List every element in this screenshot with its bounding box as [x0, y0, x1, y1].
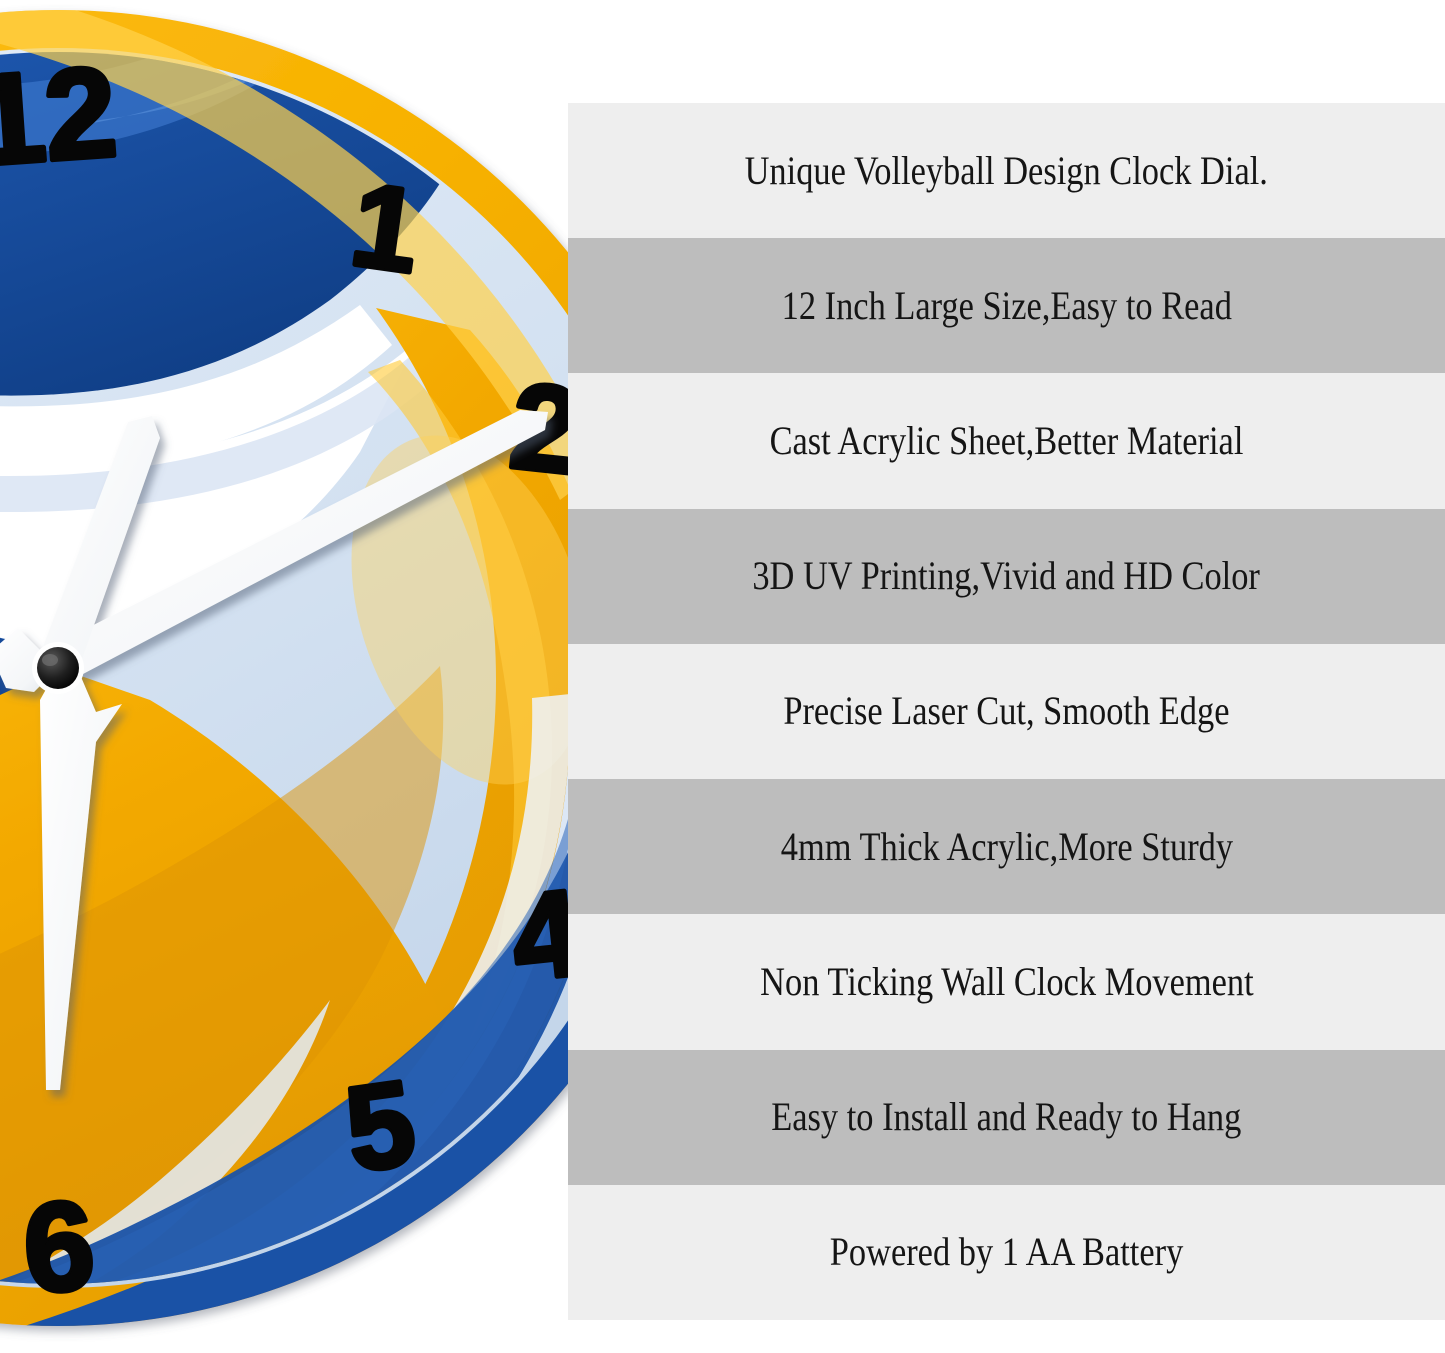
- panel-yellow-specular: [351, 435, 589, 785]
- second-hand: [40, 656, 122, 1090]
- feature-row: 4mm Thick Acrylic,More Sturdy: [568, 779, 1445, 915]
- hour-hand: [38, 416, 160, 676]
- feature-text: 12 Inch Large Size,Easy to Read: [781, 282, 1232, 328]
- minute-hand: [40, 410, 548, 684]
- panel-white-body: [0, 260, 418, 660]
- feature-row: Non Ticking Wall Clock Movement: [568, 914, 1445, 1050]
- feature-text: Cast Acrylic Sheet,Better Material: [769, 418, 1244, 464]
- rim-highlight: [0, 10, 600, 500]
- panel-yellow-gloss: [368, 360, 553, 1040]
- feature-row: Precise Laser Cut, Smooth Edge: [568, 643, 1445, 780]
- feature-row: 3D UV Printing,Vivid and HD Color: [568, 508, 1445, 644]
- feature-text: Easy to Install and Ready to Hang: [771, 1094, 1242, 1140]
- feature-list: Unique Volleyball Design Clock Dial. 12 …: [568, 103, 1445, 1320]
- feature-text: Unique Volleyball Design Clock Dial.: [744, 147, 1269, 193]
- panel-blue-top: [0, 52, 521, 396]
- feature-row: 12 Inch Large Size,Easy to Read: [568, 238, 1445, 374]
- numeral-6: 6: [19, 1174, 99, 1320]
- feature-text: Precise Laser Cut, Smooth Edge: [783, 688, 1230, 734]
- clock-center-cap: [32, 642, 84, 694]
- panel-white-upper: [0, 190, 392, 470]
- volleyball-panels: [0, 52, 615, 1284]
- numeral-12: 12: [0, 40, 121, 193]
- clock-graphic: 12 1 2 3 4 5 6: [0, 10, 716, 1326]
- volleyball-clock-image: 12 1 2 3 4 5 6: [0, 10, 716, 1326]
- feature-row: Cast Acrylic Sheet,Better Material: [568, 373, 1445, 509]
- feature-text: 4mm Thick Acrylic,More Sturdy: [780, 823, 1233, 869]
- feature-row: Powered by 1 AA Battery: [568, 1184, 1445, 1320]
- panel-blue-bottom-edge-inner: [0, 760, 580, 1284]
- feature-text: Powered by 1 AA Battery: [829, 1229, 1184, 1275]
- feature-row: Unique Volleyball Design Clock Dial.: [568, 103, 1445, 239]
- feature-text: Non Ticking Wall Clock Movement: [759, 958, 1254, 1004]
- feature-row: Easy to Install and Ready to Hang: [568, 1049, 1445, 1185]
- feature-text: 3D UV Printing,Vivid and HD Color: [752, 553, 1261, 599]
